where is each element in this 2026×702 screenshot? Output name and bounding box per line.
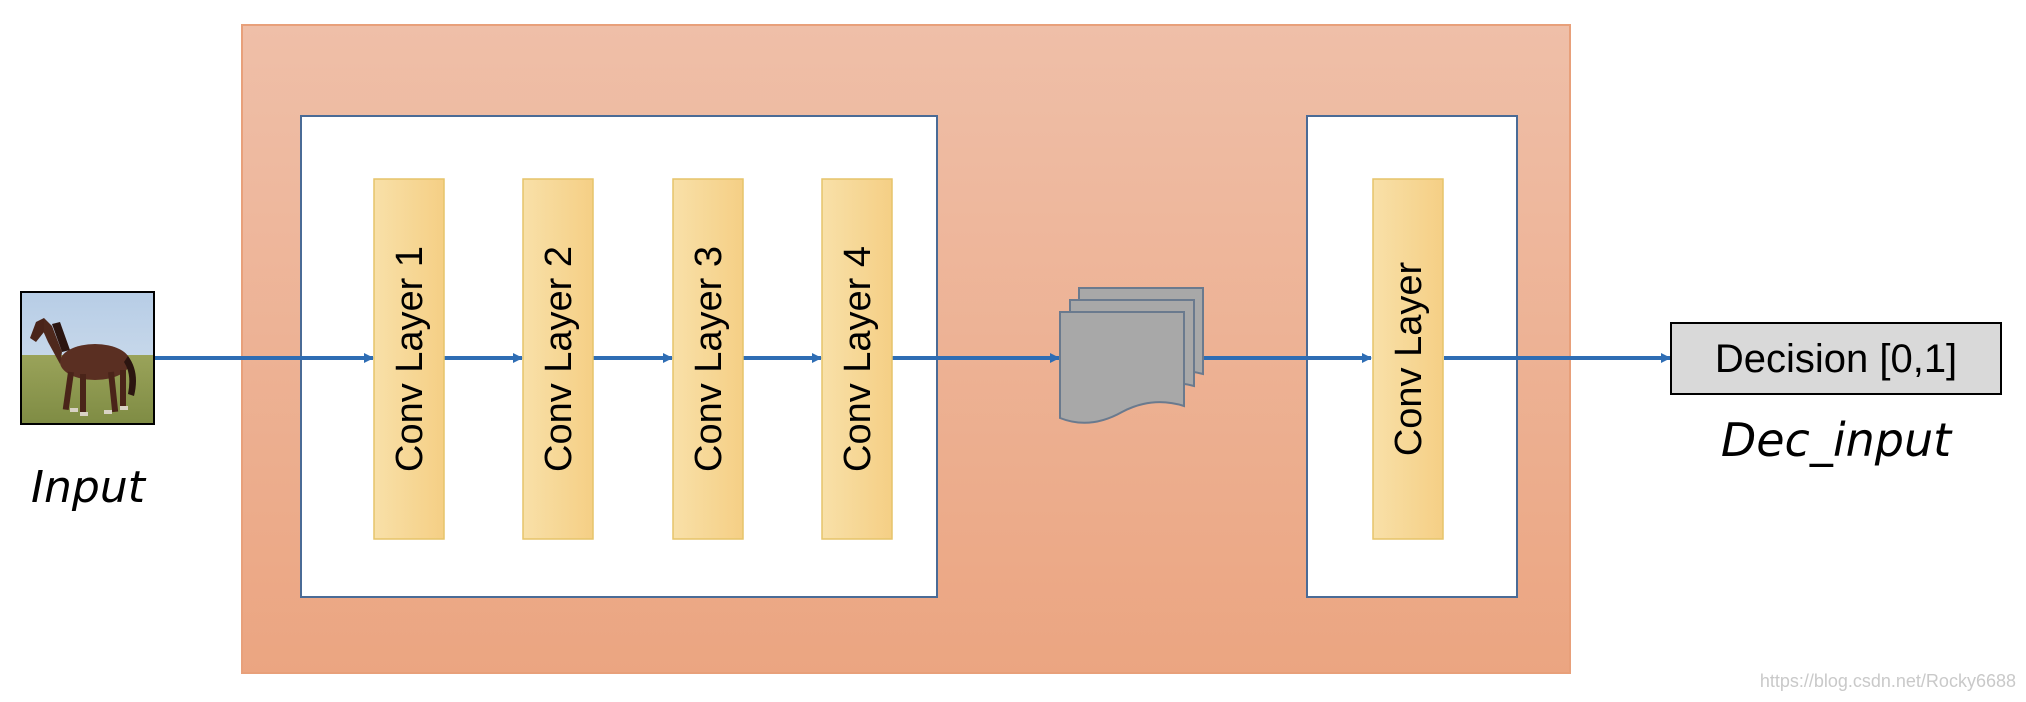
- conv-layer-2-label: Conv Layer 2: [538, 246, 580, 472]
- decision-label: Decision [0,1]: [1715, 337, 1957, 381]
- conv-layer-3-label: Conv Layer 3: [688, 246, 730, 472]
- decoder-conv-layer: Conv Layer: [1372, 178, 1444, 540]
- conv-layer-1: Conv Layer 1: [373, 178, 445, 540]
- conv-layer-1-label: Conv Layer 1: [389, 246, 431, 472]
- stacked-documents-icon: [1059, 287, 1204, 424]
- output-caption: Dec_input: [1721, 413, 1953, 467]
- decision-box: Decision [0,1]: [1670, 322, 2002, 395]
- watermark: https://blog.csdn.net/Rocky6688: [1760, 671, 2016, 691]
- conv-layer-2: Conv Layer 2: [522, 178, 594, 540]
- conv-layer-3: Conv Layer 3: [672, 178, 744, 540]
- conv-layer-4: Conv Layer 4: [821, 178, 893, 540]
- conv-layer-4-label: Conv Layer 4: [837, 246, 879, 472]
- decoder-conv-layer-label: Conv Layer: [1388, 261, 1430, 456]
- input-label: Input: [31, 462, 147, 513]
- input-image: [20, 291, 155, 425]
